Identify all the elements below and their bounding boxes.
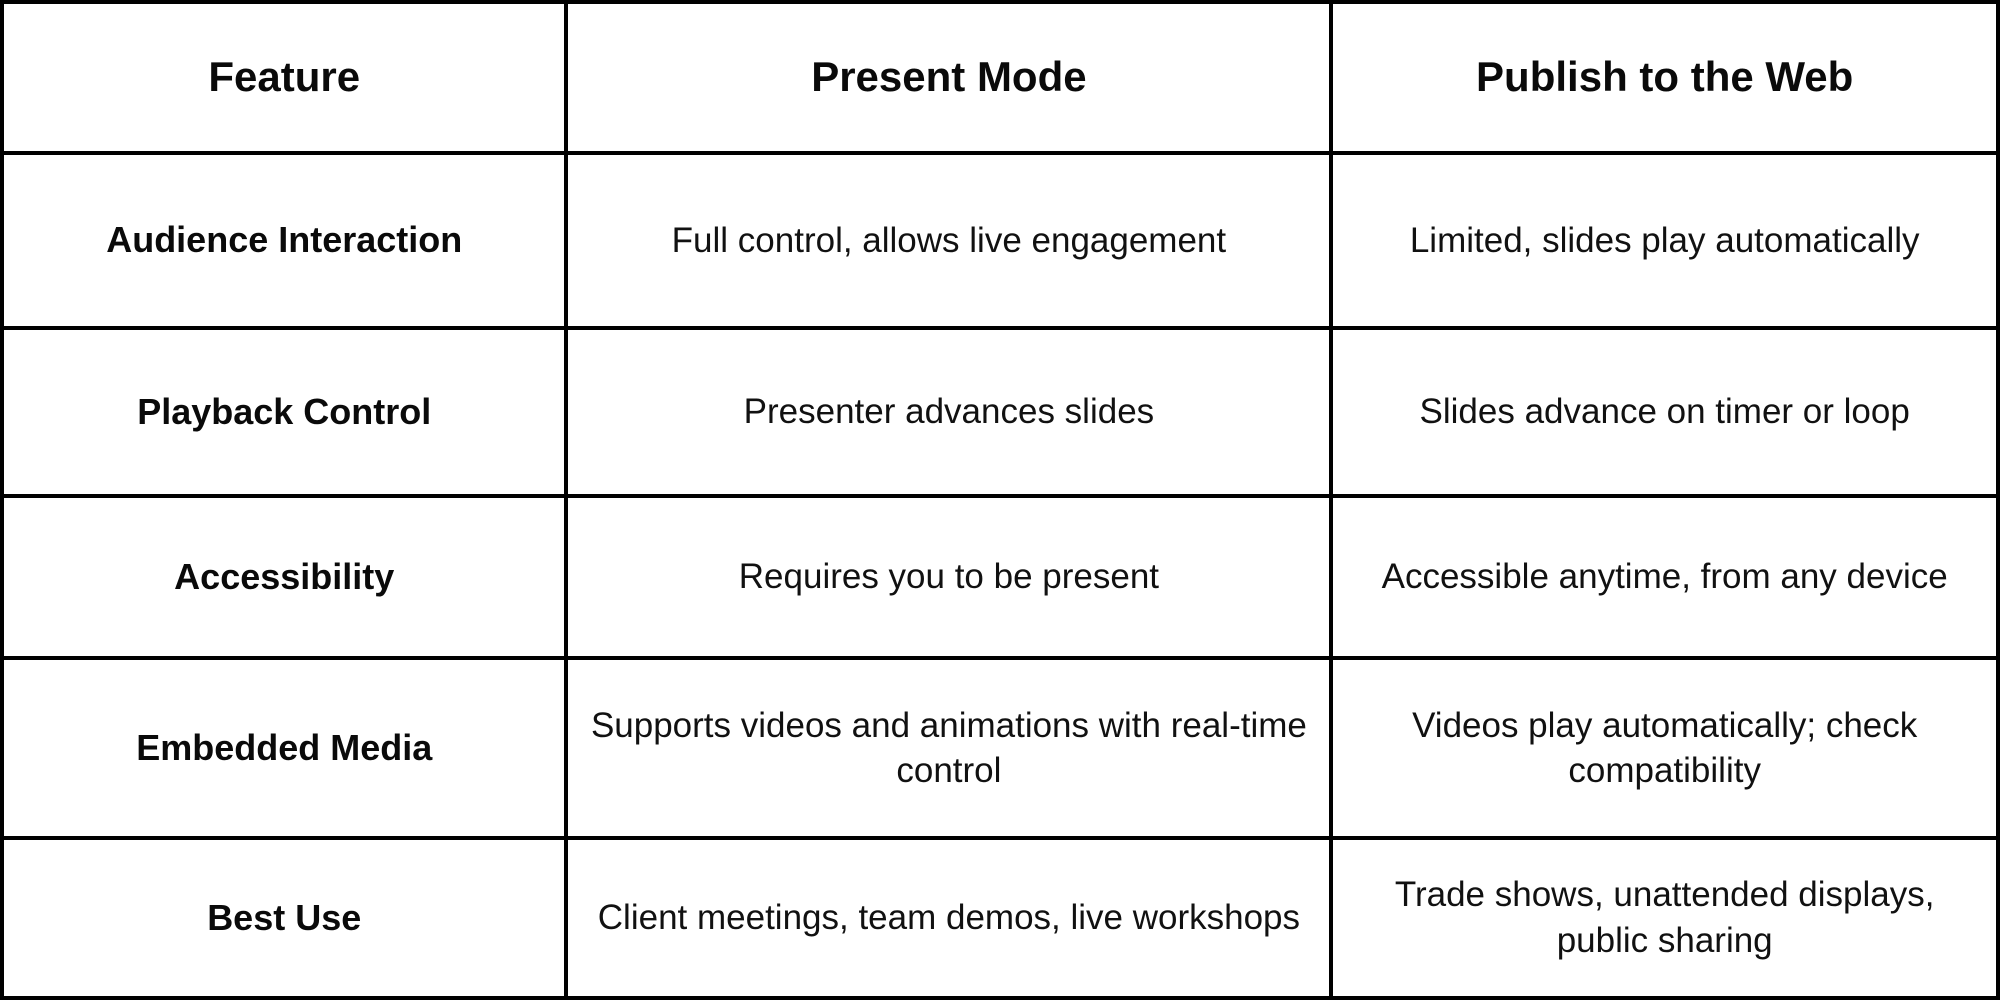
- cell-embedded-media-publish-web: Videos play automatically; check compati…: [1333, 660, 1996, 836]
- column-header-publish-to-web: Publish to the Web: [1333, 4, 1996, 152]
- row-label-best-use: Best Use: [4, 839, 565, 996]
- row-label-playback-control: Playback Control: [4, 330, 565, 495]
- row-label-embedded-media: Embedded Media: [4, 660, 565, 836]
- cell-accessibility-present-mode: Requires you to be present: [568, 498, 1330, 657]
- cell-best-use-publish-web: Trade shows, unattended displays, public…: [1333, 839, 1996, 996]
- cell-audience-interaction-publish-web: Limited, slides play automatically: [1333, 155, 1996, 327]
- cell-best-use-present-mode: Client meetings, team demos, live worksh…: [568, 839, 1330, 996]
- cell-audience-interaction-present-mode: Full control, allows live engagement: [568, 155, 1330, 327]
- cell-accessibility-publish-web: Accessible anytime, from any device: [1333, 498, 1996, 657]
- column-header-present-mode: Present Mode: [568, 4, 1330, 152]
- row-label-accessibility: Accessibility: [4, 498, 565, 657]
- cell-embedded-media-present-mode: Supports videos and animations with real…: [568, 660, 1330, 836]
- cell-playback-control-present-mode: Presenter advances slides: [568, 330, 1330, 495]
- column-header-feature: Feature: [4, 4, 565, 152]
- row-label-audience-interaction: Audience Interaction: [4, 155, 565, 327]
- cell-playback-control-publish-web: Slides advance on timer or loop: [1333, 330, 1996, 495]
